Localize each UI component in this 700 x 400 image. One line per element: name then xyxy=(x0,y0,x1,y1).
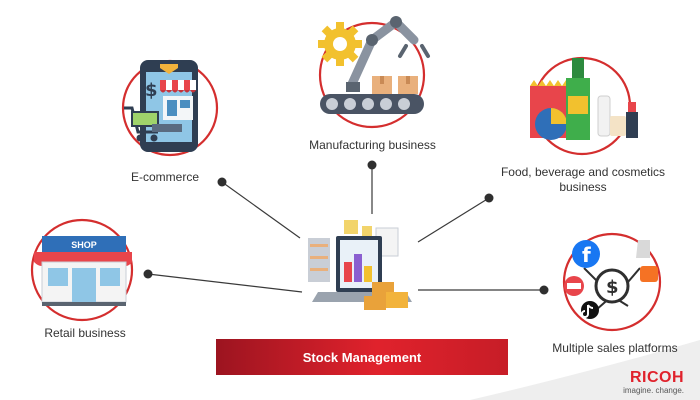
shop-front-icon xyxy=(34,236,132,306)
robot-arm-conveyor-icon xyxy=(318,16,430,114)
brand-logo: RICOH imagine. change. xyxy=(623,370,684,396)
phone-shop-cart-icon: $ xyxy=(124,60,198,152)
stock-management-banner: Stock Management xyxy=(216,339,508,375)
svg-text:$: $ xyxy=(606,277,619,298)
connector-ecommerce xyxy=(221,181,301,239)
manufacturing-label: Manufacturing business xyxy=(309,138,436,152)
laptop-inventory-icon xyxy=(308,220,412,310)
connector-dot-multiple xyxy=(539,285,549,295)
connector-dot-food xyxy=(484,193,494,203)
connector-food xyxy=(417,197,490,243)
brand-name: RICOH xyxy=(629,369,684,386)
ecommerce-label: E-commerce xyxy=(130,170,199,184)
svg-text:f: f xyxy=(582,243,591,267)
shop-sign: SHOP xyxy=(71,240,97,250)
connector-dots xyxy=(143,160,549,295)
decorative-swoosh xyxy=(470,340,700,400)
connector-dot-ecommerce xyxy=(217,177,227,187)
brand-tagline: imagine. change. xyxy=(623,386,684,395)
connector-dot-retail xyxy=(143,269,153,279)
svg-text:$: $ xyxy=(145,80,158,101)
retail-label: Retail business xyxy=(44,326,126,340)
connector-lines xyxy=(147,165,544,293)
food-label: Food, beverage and cosmetics business xyxy=(500,165,666,194)
connector-dot-manufacturing xyxy=(367,160,377,170)
sales-platforms-icon: f $ xyxy=(564,240,658,319)
food-beverage-cosmetics-icon xyxy=(530,58,638,140)
multiple-label: Multiple sales platforms xyxy=(552,341,678,355)
connector-retail xyxy=(147,273,303,293)
